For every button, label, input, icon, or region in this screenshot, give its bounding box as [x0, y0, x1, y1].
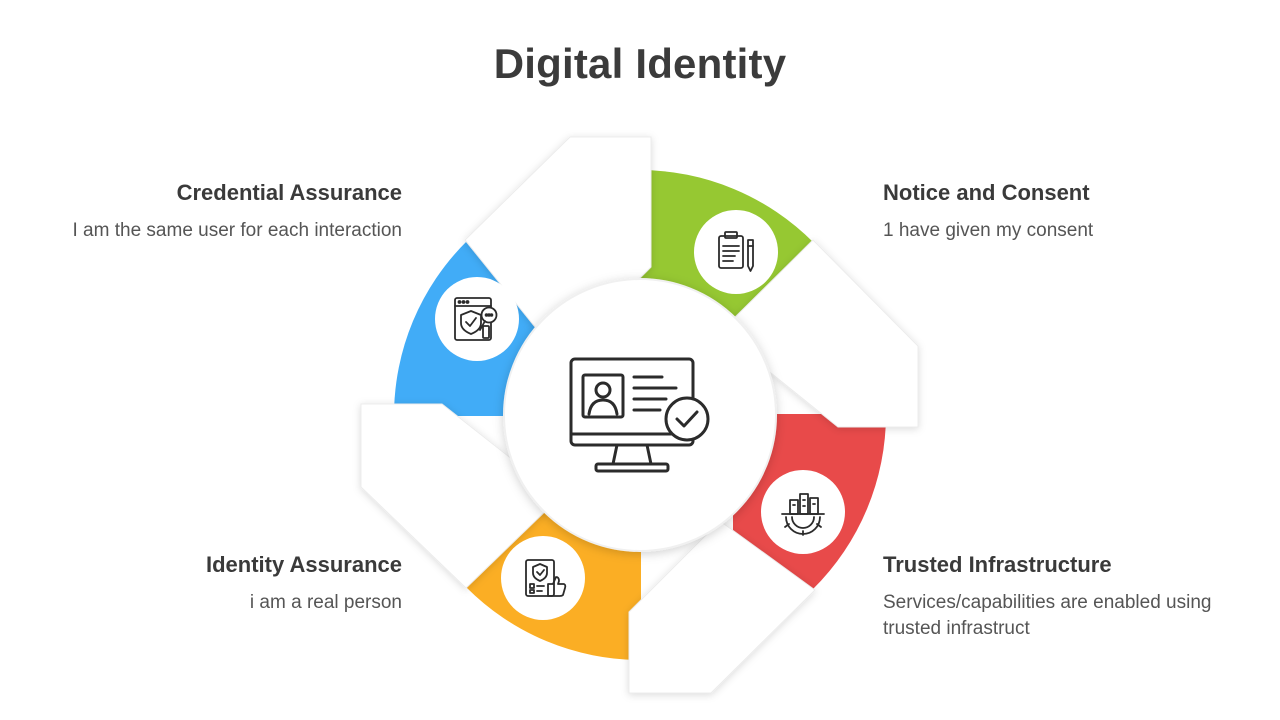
description-credential-assurance: I am the same user for each interaction	[72, 220, 403, 241]
id-document-shield-icon	[525, 559, 567, 597]
page-title: Digital Identity	[493, 40, 787, 87]
label-notice-consent: Notice and Consent 1 have given my conse…	[883, 180, 1223, 244]
label-trusted-infrastructure: Trusted Infrastructure Services/capabili…	[883, 552, 1223, 642]
heading-identity-assurance: Identity Assurance	[205, 552, 402, 577]
city-gear-icon	[781, 493, 825, 536]
arrow-bottom-left	[360, 403, 561, 589]
icon-circle-identity	[501, 536, 585, 620]
heading-trusted-infrastructure: Trusted Infrastructure	[883, 552, 1112, 577]
center-circle	[503, 278, 777, 552]
label-identity-assurance: Identity Assurance i am a real person	[62, 552, 402, 616]
browser-shield-search-icon	[454, 297, 498, 341]
arrow-top-right	[719, 239, 919, 428]
description-notice-consent: 1 have given my consent	[883, 220, 1094, 241]
clipboard-pen-icon	[718, 231, 754, 272]
description-identity-assurance: i am a real person	[249, 592, 402, 613]
arrow-bottom-right	[628, 520, 816, 694]
icon-circle-trusted	[761, 470, 845, 554]
description-trusted-infrastructure: Services/capabilities are enabled using …	[883, 592, 1212, 639]
monitor-profile-check-icon	[569, 357, 710, 473]
heading-credential-assurance: Credential Assurance	[176, 180, 402, 205]
icon-circle-credential	[435, 277, 519, 361]
heading-notice-consent: Notice and Consent	[883, 180, 1090, 205]
icon-circle-notice	[694, 210, 778, 294]
label-credential-assurance: Credential Assurance I am the same user …	[62, 180, 403, 244]
